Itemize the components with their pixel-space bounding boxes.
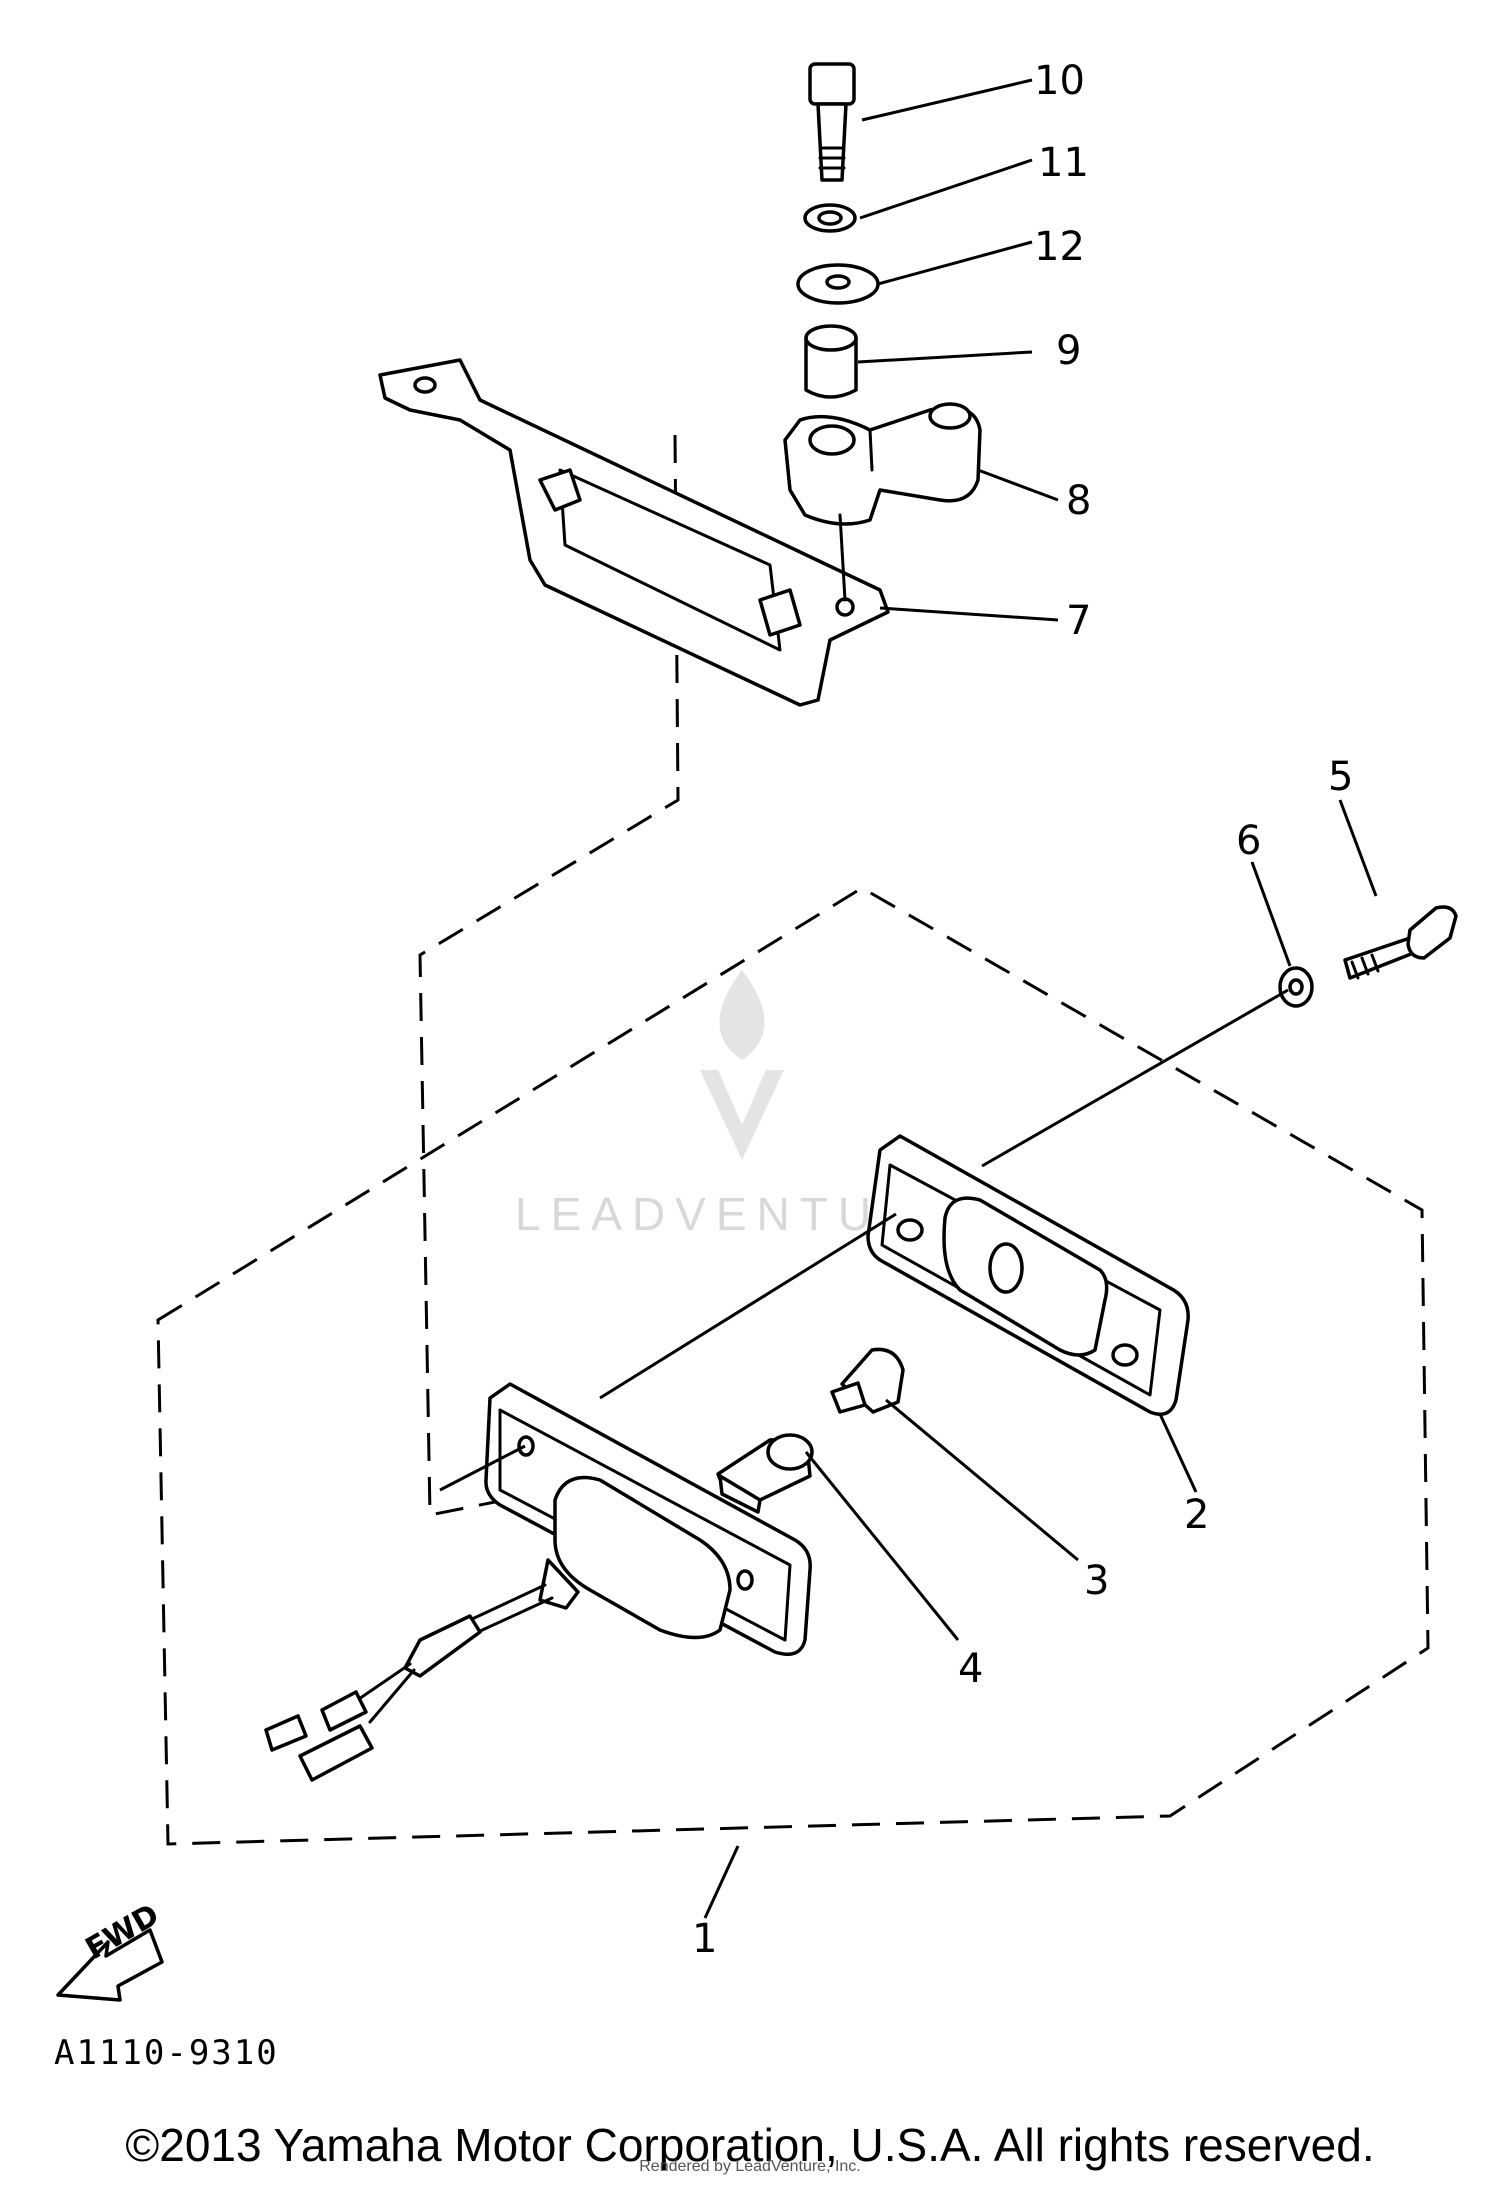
bracket-part-7 [378,358,890,707]
callout-6: 6 [1236,818,1261,864]
screw-part-5 [1343,905,1458,980]
callout-4: 4 [958,1646,983,1692]
socket-part-4 [716,1433,814,1514]
callout-5: 5 [1328,754,1353,800]
callout-labels: 10 11 12 9 8 7 5 6 2 3 4 1 [692,58,1353,1962]
washer-part-6 [1278,966,1314,1008]
housing [484,1382,812,1656]
lock-washer-part-11 [803,203,857,233]
rendered-by-notice: Rendered by LeadVenture, Inc. [639,2158,861,2175]
washer-part-12 [796,263,880,305]
leader-lines [439,78,1378,1919]
fwd-arrow-icon: FWD [56,1897,165,2002]
callout-1: 1 [692,1916,717,1962]
callout-3: 3 [1084,1558,1109,1604]
clamp-arm-part-8 [783,402,982,526]
bolt-part-10 [808,62,856,182]
callout-8: 8 [1066,478,1091,524]
callout-10: 10 [1034,58,1085,104]
callout-11: 11 [1038,140,1089,186]
bulb-part-3 [830,1347,905,1414]
drawing-code: A1110-9310 [54,2033,279,2073]
copyright-notice: ©2013 Yamaha Motor Corporation, U.S.A. A… [125,2119,1375,2171]
collar-part-9 [804,324,858,399]
callout-7: 7 [1066,598,1091,644]
callout-9: 9 [1056,328,1081,374]
assembly-outline [156,434,1430,1846]
callout-12: 12 [1034,224,1085,270]
wire-harness [264,1583,554,1782]
watermark-logo-icon [700,970,784,1160]
callout-2: 2 [1184,1492,1209,1538]
lens-part-2 [866,1134,1190,1416]
